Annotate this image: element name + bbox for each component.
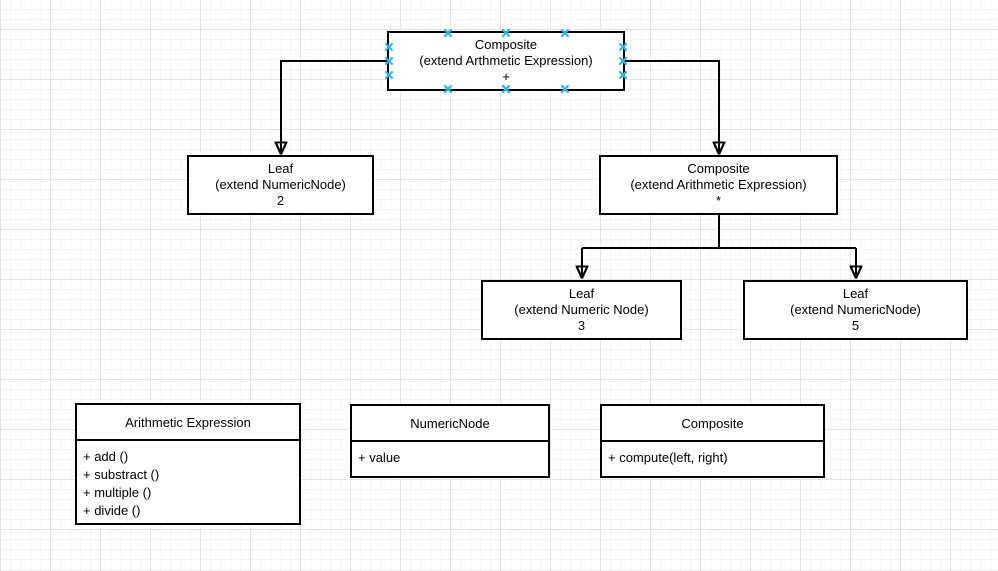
node-value: 5 [851, 318, 860, 333]
node-title: Leaf [568, 286, 595, 301]
connection-point-icon[interactable] [443, 84, 453, 94]
node-subtitle: (extend Arthmetic Expression) [419, 53, 593, 68]
node-operator: * [715, 193, 722, 208]
node-subtitle: (extend Numeric Node) [514, 302, 649, 317]
node-title: Leaf [267, 161, 294, 176]
class-members: + value [352, 442, 548, 471]
class-member: + divide () [83, 503, 141, 518]
connection-point-icon[interactable] [384, 70, 394, 80]
edge-composite-plus-to-composite-star[interactable] [625, 60, 719, 151]
class-member: + compute(left, right) [608, 450, 728, 465]
node-operator: + [502, 69, 510, 84]
node-composite-plus[interactable]: Composite (extend Arthmetic Expression) … [384, 28, 628, 94]
edge-composite-star-branch[interactable] [582, 215, 856, 249]
class-member: + multiple () [83, 485, 152, 500]
class-title: Arithmetic Expression [77, 405, 299, 441]
connection-point-icon[interactable] [443, 28, 453, 38]
node-composite-star[interactable]: Composite (extend Arithmetic Expression)… [599, 155, 838, 215]
connection-point-icon[interactable] [618, 56, 628, 66]
connection-point-icon[interactable] [618, 42, 628, 52]
node-value: 2 [276, 193, 285, 208]
class-title: NumericNode [352, 406, 548, 442]
connection-point-icon[interactable] [560, 84, 570, 94]
connection-point-icon[interactable] [384, 56, 394, 66]
class-members: + compute(left, right) [602, 442, 823, 471]
connection-point-icon[interactable] [501, 28, 511, 38]
connection-point-icon[interactable] [384, 42, 394, 52]
class-arithmetic-expression[interactable]: Arithmetic Expression + add () + substra… [75, 403, 301, 525]
node-subtitle: (extend Arithmetic Expression) [630, 177, 807, 192]
class-members: + add () + substract () + multiple () + … [77, 441, 299, 524]
connection-point-icon[interactable] [501, 84, 511, 94]
connection-point-icon[interactable] [618, 70, 628, 80]
class-title: Composite [602, 406, 823, 442]
node-leaf-2[interactable]: Leaf (extend NumericNode) 2 [187, 155, 374, 215]
node-value: 3 [577, 318, 586, 333]
edge-composite-plus-to-leaf-2[interactable] [281, 60, 387, 151]
node-title: Composite [687, 161, 750, 176]
class-numericnode[interactable]: NumericNode + value [350, 404, 550, 478]
class-composite[interactable]: Composite + compute(left, right) [600, 404, 825, 478]
node-title: Composite [474, 37, 538, 52]
node-subtitle: (extend NumericNode) [790, 302, 921, 317]
node-leaf-5[interactable]: Leaf (extend NumericNode) 5 [743, 280, 968, 340]
class-member: + substract () [83, 467, 160, 482]
node-subtitle: (extend NumericNode) [215, 177, 346, 192]
node-leaf-3[interactable]: Leaf (extend Numeric Node) 3 [481, 280, 682, 340]
connection-point-icon[interactable] [560, 28, 570, 38]
class-member: + add () [83, 449, 129, 464]
class-member: + value [358, 450, 401, 465]
node-title: Leaf [842, 286, 869, 301]
